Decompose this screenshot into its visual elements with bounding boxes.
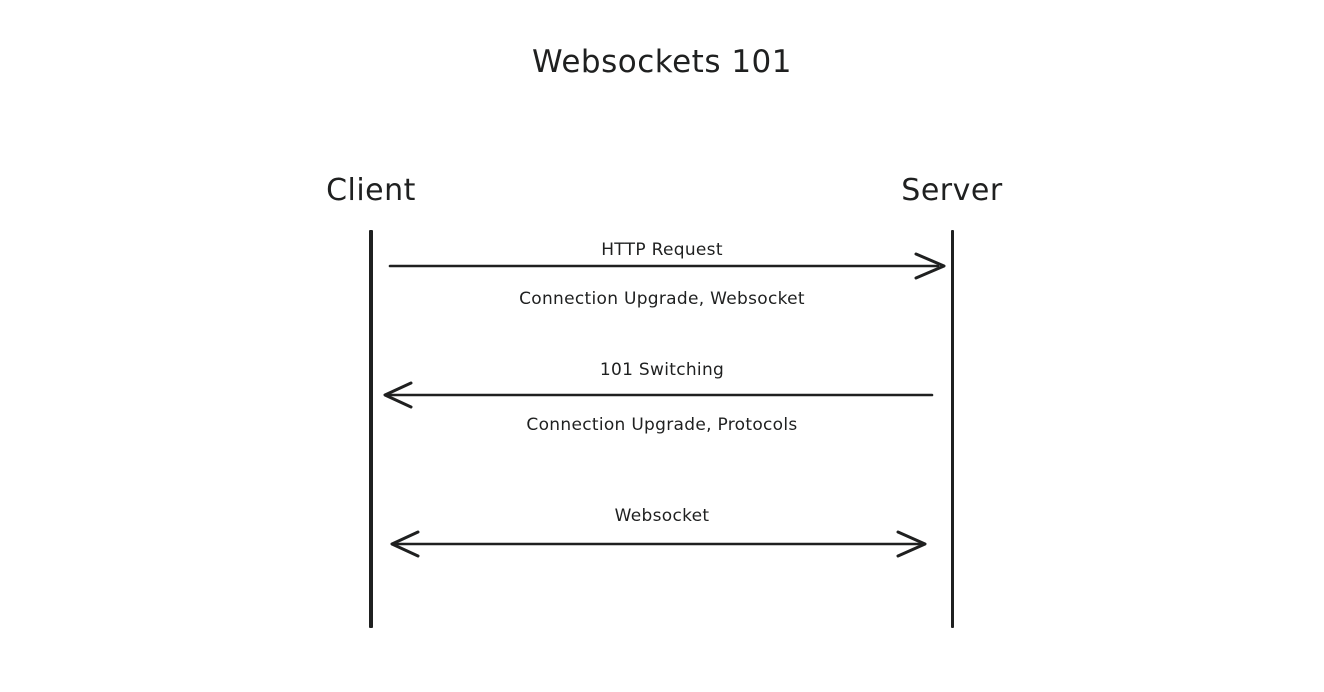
diagram-title: Websockets 101 xyxy=(532,44,792,80)
participant-label-client: Client xyxy=(326,173,416,208)
message-2-label: 101 Switching xyxy=(599,360,725,380)
message-1-arrow xyxy=(388,252,946,280)
message-3-arrow xyxy=(390,530,927,558)
message-3-label: Websocket xyxy=(614,506,710,526)
participant-label-server: Server xyxy=(901,173,1003,208)
lifeline-client xyxy=(369,230,373,628)
message-1-sublabel: Connection Upgrade, Websocket xyxy=(519,289,805,309)
message-2-sublabel: Connection Upgrade, Protocols xyxy=(526,415,798,435)
message-2-arrow xyxy=(383,381,934,409)
lifeline-server xyxy=(951,230,954,628)
message-1-label: HTTP Request xyxy=(601,240,723,260)
